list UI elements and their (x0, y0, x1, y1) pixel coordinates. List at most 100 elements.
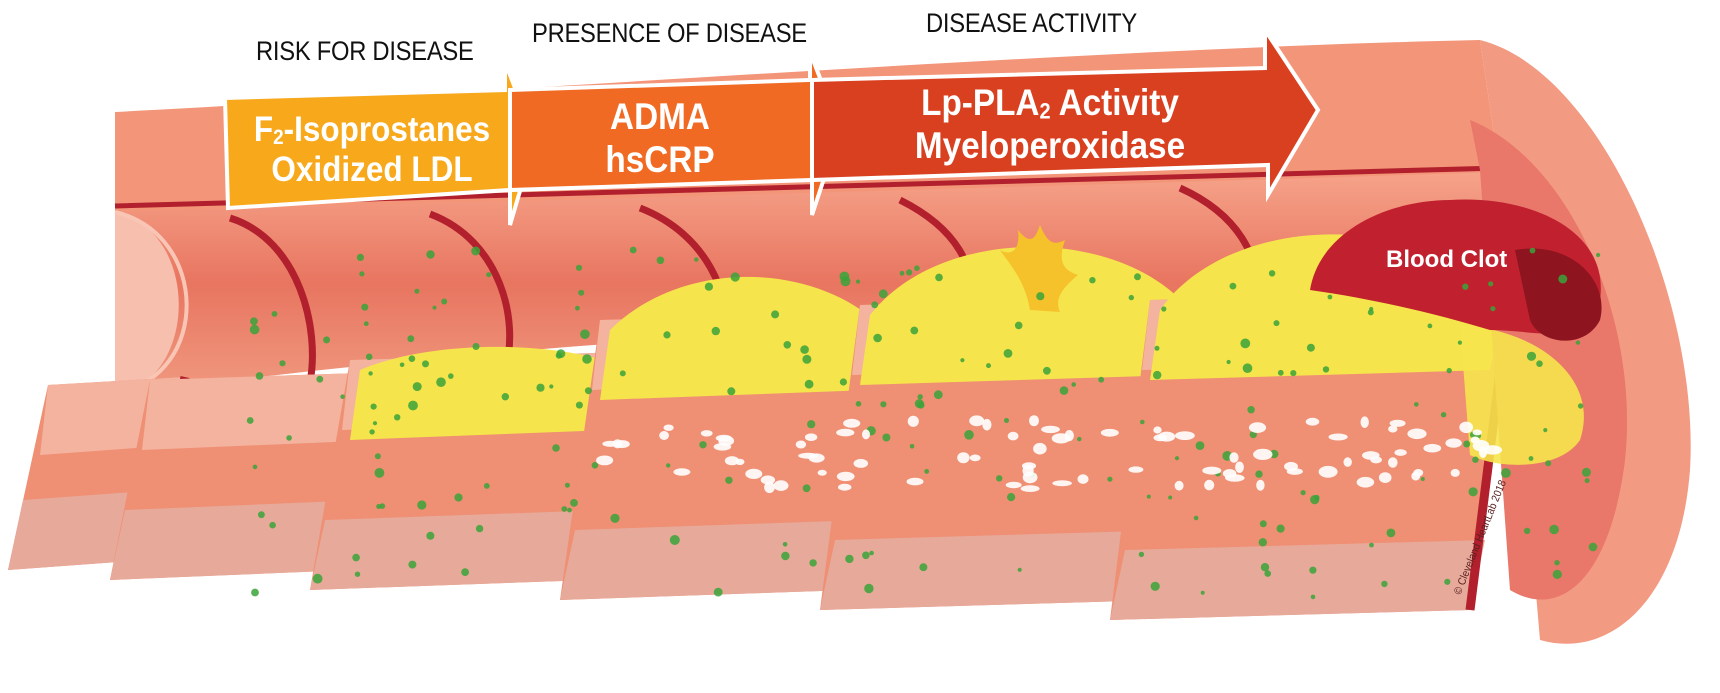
green-cell (1369, 542, 1374, 548)
green-cell (1260, 563, 1270, 572)
white-cell (1256, 479, 1265, 491)
white-cell (1077, 474, 1089, 484)
white-cell (1284, 461, 1298, 471)
green-cell (1488, 281, 1494, 287)
green-cell (910, 326, 919, 335)
lumen-interior (115, 172, 1530, 395)
green-cell (552, 444, 560, 452)
white-cell (843, 418, 861, 428)
green-cell (580, 329, 590, 340)
white-cell (836, 471, 855, 482)
green-cell (1174, 456, 1180, 461)
white-cell (795, 440, 807, 449)
green-cell (1200, 590, 1205, 595)
white-cell (1029, 415, 1039, 427)
green-cell (781, 551, 790, 561)
green-cell (1558, 274, 1568, 284)
green-cell (1107, 476, 1113, 482)
green-cell (252, 464, 258, 470)
green-cell (802, 354, 812, 364)
green-cell (1161, 306, 1167, 312)
green-cell (1089, 277, 1096, 284)
white-cell (907, 415, 919, 427)
green-cell (1386, 528, 1396, 538)
green-cell (1277, 369, 1284, 376)
green-cell (486, 272, 492, 278)
white-cell (1362, 451, 1380, 460)
white-cell (1445, 438, 1462, 448)
green-cell (656, 256, 665, 265)
green-cell (862, 551, 870, 560)
green-cell (864, 583, 874, 594)
green-cell (1575, 340, 1581, 345)
white-cell (1343, 457, 1352, 467)
green-cell (251, 588, 259, 597)
green-cell (1017, 567, 1022, 572)
white-cell (1202, 466, 1222, 475)
green-cell (561, 506, 568, 512)
green-cell (802, 484, 811, 493)
green-cell (408, 560, 417, 569)
stage-label-presence: PRESENCE OF DISEASE (532, 18, 807, 48)
green-cell (880, 401, 887, 408)
green-cell (1528, 456, 1534, 461)
white-cell (1005, 481, 1022, 489)
green-cell (871, 301, 879, 309)
green-cell (1440, 412, 1447, 418)
white-cell (906, 477, 924, 486)
white-cell (1253, 448, 1273, 460)
green-cell (1463, 440, 1471, 448)
green-cell (1523, 527, 1531, 535)
green-cell (570, 499, 578, 507)
green-cell (1501, 468, 1511, 478)
green-cell (869, 550, 874, 556)
vessel-end-plaque (1460, 325, 1584, 465)
green-cell (1306, 343, 1315, 352)
green-cell (1150, 581, 1160, 591)
green-cell (471, 246, 481, 256)
green-cell (582, 354, 592, 364)
green-cell (1014, 321, 1023, 330)
green-cell (899, 270, 905, 276)
green-cell (1059, 386, 1069, 395)
green-cell (379, 503, 386, 509)
white-cell (1128, 466, 1144, 473)
green-cell (1247, 406, 1255, 414)
white-cell (1407, 428, 1427, 440)
arrow-text-presence: ADMA hsCRP (605, 96, 715, 180)
white-cell (1328, 433, 1348, 441)
green-cell (374, 468, 385, 478)
green-cell (323, 336, 331, 344)
green-cell (919, 563, 928, 572)
white-cell (817, 469, 827, 476)
green-cell (882, 433, 891, 442)
white-cell (838, 483, 852, 491)
green-cell (727, 387, 736, 396)
green-cell (250, 317, 258, 326)
green-cell (917, 394, 923, 400)
green-cell (1255, 470, 1263, 478)
green-cell (855, 279, 861, 284)
green-cell (1310, 594, 1316, 600)
stage-label-activity: DISEASE ACTIVITY (926, 8, 1138, 38)
green-cell (1300, 490, 1306, 496)
green-cell (1140, 419, 1145, 425)
green-cell (564, 482, 570, 488)
green-cell (567, 507, 572, 513)
green-cell (917, 401, 925, 409)
green-cell (1193, 515, 1199, 521)
green-cell (258, 511, 265, 519)
white-cell (764, 481, 775, 494)
green-cell (1526, 351, 1537, 361)
green-cell (408, 400, 418, 411)
arrow-text-risk: F2-Isoprostanes Oxidized LDL (253, 110, 491, 190)
green-cell (361, 303, 369, 311)
white-cell (853, 458, 869, 468)
white-cell (1472, 429, 1482, 436)
green-cell (663, 331, 671, 339)
green-cell (1258, 538, 1268, 547)
green-cell (878, 289, 888, 299)
stage-arrows (222, 23, 1321, 226)
white-cell (1318, 465, 1338, 478)
